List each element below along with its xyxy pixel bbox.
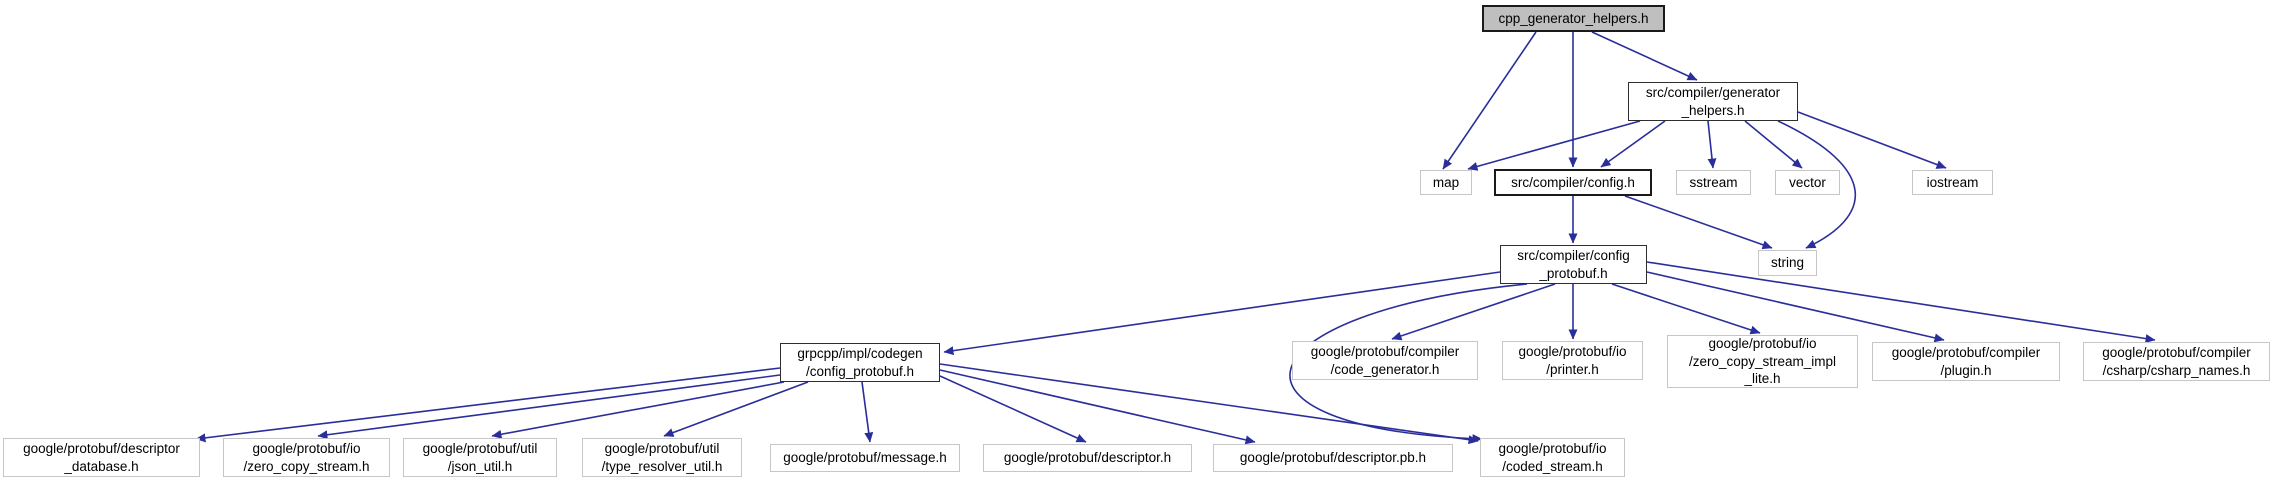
edge-src-compiler-config-protobuf-h-to-google-protobuf-io-coded-stream-h xyxy=(1289,283,1528,444)
node-google-protobuf-descriptor-database-h: google/protobuf/descriptor _database.h xyxy=(3,438,200,477)
edge-cpp-generator-helpers-h-to-src-compiler-generator-helpers-h xyxy=(1591,31,1698,81)
edge-src-compiler-config-protobuf-h-to-google-protobuf-compiler-plugin-h xyxy=(1646,271,1945,343)
node-vector: vector xyxy=(1775,170,1840,195)
edge-src-compiler-config-protobuf-h-to-google-protobuf-compiler-code-generator-h xyxy=(1391,283,1556,341)
edge-src-compiler-generator-helpers-h-to-iostream xyxy=(1797,111,1947,169)
node-google-protobuf-io-coded-stream-h: google/protobuf/io /coded_stream.h xyxy=(1480,438,1625,477)
edge-src-compiler-generator-helpers-h-to-sstream xyxy=(1707,120,1717,169)
node-google-protobuf-compiler-code-generator-h: google/protobuf/compiler /code_generator… xyxy=(1292,341,1478,380)
edge-grpcpp-impl-codegen-config-protobuf-h-to-google-protobuf-io-coded-stream-h xyxy=(939,363,1479,445)
edge-grpcpp-impl-codegen-config-protobuf-h-to-google-protobuf-descriptor-pb-h xyxy=(939,369,1256,445)
node-google-protobuf-compiler-csharp-csharp-names-h: google/protobuf/compiler /csharp/csharp_… xyxy=(2083,342,2270,381)
node-src-compiler-config-h[interactable]: src/compiler/config.h xyxy=(1494,169,1652,196)
node-map: map xyxy=(1420,170,1472,195)
edge-src-compiler-generator-helpers-h-to-src-compiler-config-h xyxy=(1600,120,1666,168)
edge-grpcpp-impl-codegen-config-protobuf-h-to-google-protobuf-util-type-resolver-util-h xyxy=(663,381,809,437)
node-google-protobuf-io-zero-copy-stream-h: google/protobuf/io /zero_copy_stream.h xyxy=(223,438,390,477)
node-string: string xyxy=(1758,250,1817,276)
node-google-protobuf-io-zero-copy-stream-impl-lite-h: google/protobuf/io /zero_copy_stream_imp… xyxy=(1667,335,1858,388)
edge-grpcpp-impl-codegen-config-protobuf-h-to-google-protobuf-util-json-util-h xyxy=(491,381,785,439)
edge-src-compiler-generator-helpers-h-to-string xyxy=(1777,120,1856,249)
node-google-protobuf-message-h: google/protobuf/message.h xyxy=(770,444,960,472)
node-google-protobuf-io-printer-h: google/protobuf/io /printer.h xyxy=(1502,341,1643,380)
node-iostream: iostream xyxy=(1912,170,1993,195)
edge-src-compiler-generator-helpers-h-to-map xyxy=(1467,120,1641,171)
node-google-protobuf-util-json-util-h: google/protobuf/util /json_util.h xyxy=(403,438,557,477)
edge-src-compiler-config-h-to-string xyxy=(1624,195,1773,250)
node-src-compiler-config-protobuf-h[interactable]: src/compiler/config _protobuf.h xyxy=(1500,245,1647,284)
node-google-protobuf-compiler-plugin-h: google/protobuf/compiler /plugin.h xyxy=(1872,342,2060,381)
edge-src-compiler-generator-helpers-h-to-vector xyxy=(1744,120,1803,169)
node-src-compiler-generator-helpers-h[interactable]: src/compiler/generator _helpers.h xyxy=(1628,82,1798,121)
node-google-protobuf-descriptor-pb-h: google/protobuf/descriptor.pb.h xyxy=(1213,444,1453,472)
edge-grpcpp-impl-codegen-config-protobuf-h-to-google-protobuf-message-h xyxy=(861,381,874,443)
node-grpcpp-impl-codegen-config-protobuf-h[interactable]: grpcpp/impl/codegen /config_protobuf.h xyxy=(780,343,940,382)
edge-src-compiler-config-protobuf-h-to-google-protobuf-io-zero-copy-stream-impl-lite-h xyxy=(1611,283,1761,335)
node-sstream: sstream xyxy=(1676,170,1751,195)
edge-src-compiler-config-protobuf-h-to-google-protobuf-compiler-csharp-csharp-names-h xyxy=(1646,261,2156,344)
edge-grpcpp-impl-codegen-config-protobuf-h-to-google-protobuf-io-zero-copy-stream-h xyxy=(317,374,781,440)
edge-src-compiler-config-protobuf-h-to-grpcpp-impl-codegen-config-protobuf-h xyxy=(943,271,1501,356)
node-cpp-generator-helpers-h[interactable]: cpp_generator_helpers.h xyxy=(1482,5,1665,32)
edge-cpp-generator-helpers-h-to-map xyxy=(1442,31,1537,170)
edge-grpcpp-impl-codegen-config-protobuf-h-to-google-protobuf-descriptor-h xyxy=(939,375,1087,443)
node-google-protobuf-descriptor-h: google/protobuf/descriptor.h xyxy=(983,444,1192,472)
edge-grpcpp-impl-codegen-config-protobuf-h-to-google-protobuf-descriptor-database-h xyxy=(195,367,781,443)
node-google-protobuf-util-type-resolver-util-h: google/protobuf/util /type_resolver_util… xyxy=(582,438,742,477)
